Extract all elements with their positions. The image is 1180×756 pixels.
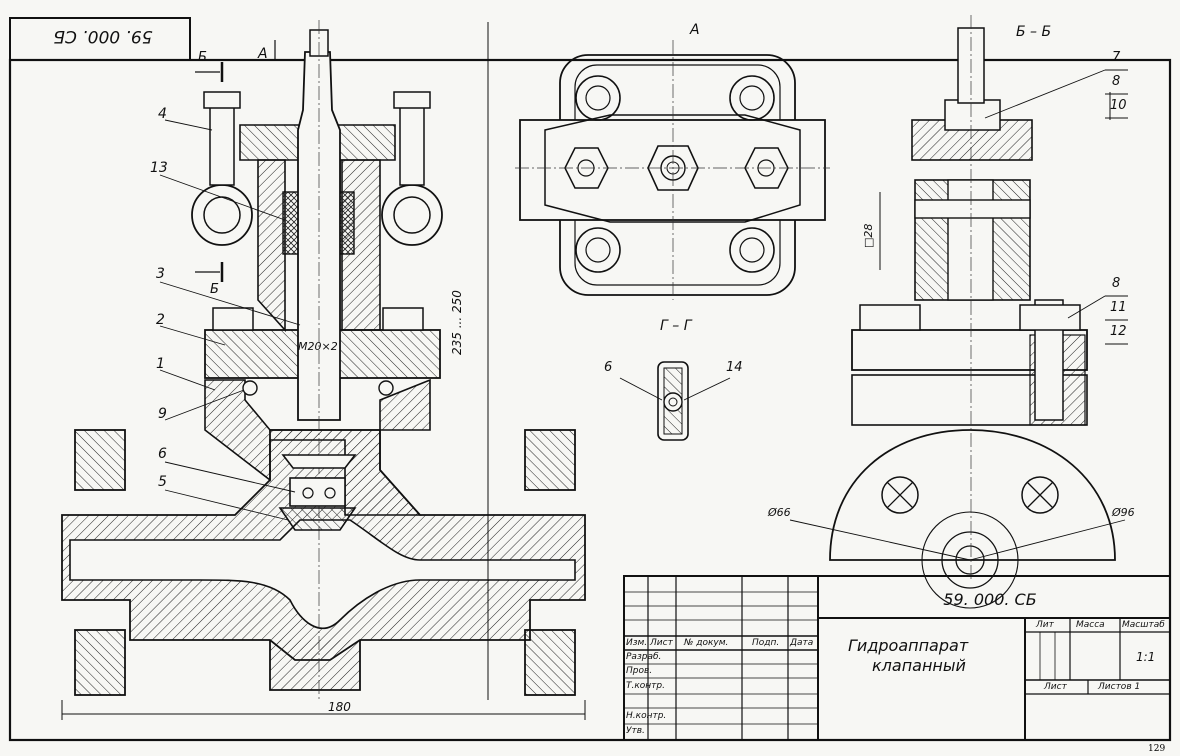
- part-number-9: 9: [158, 406, 167, 422]
- part-number-3: 3: [156, 266, 165, 282]
- left-flange-bottom: [74, 629, 126, 696]
- seal-ring-right: [378, 380, 394, 396]
- sheet-frame: [8, 58, 1172, 742]
- thread-dimension: M20×2: [298, 340, 338, 353]
- valve-holder: [289, 477, 346, 507]
- tb-col-list: Лист: [650, 638, 673, 648]
- part-number-13: 13: [150, 160, 168, 176]
- title-block-grid: [623, 575, 1171, 741]
- section-gg: [619, 361, 731, 441]
- bb-part-8: 8: [1112, 74, 1121, 89]
- bolt-right: [399, 99, 425, 186]
- body-neck: [204, 378, 431, 516]
- gg-part-14: 14: [726, 360, 743, 375]
- view-a: [515, 40, 830, 300]
- arrow-a-label: А: [258, 46, 268, 62]
- tb-lit: Лит: [1036, 620, 1054, 630]
- section-bb: [789, 15, 1128, 609]
- page-number: 129: [1148, 744, 1166, 754]
- bb-part-12: 12: [1110, 324, 1127, 339]
- part-number-5: 5: [158, 474, 167, 490]
- title-line-1: Гидроаппарат: [848, 636, 969, 655]
- dia-96-dimension: Ø96: [1112, 506, 1135, 519]
- seal-ring-left: [242, 380, 258, 396]
- body-bottom: [269, 640, 361, 691]
- stamp-drawing-number: 59. 000. СБ: [943, 590, 1037, 609]
- bb-part-10: 10: [1110, 98, 1127, 113]
- tb-col-data: Дата: [790, 638, 814, 648]
- tb-col-podp: Подп.: [752, 638, 780, 648]
- tb-masshtab: Масштаб: [1122, 620, 1165, 630]
- bolt-left: [209, 99, 235, 186]
- stamp-box-top: [9, 17, 191, 61]
- right-flange-top: [524, 429, 576, 491]
- bb-part-8b: 8: [1112, 276, 1121, 291]
- tb-list: Лист: [1044, 682, 1067, 692]
- main-section-view: [61, 20, 586, 720]
- right-flange-bottom: [524, 629, 576, 696]
- tb-scale-value: 1:1: [1136, 650, 1156, 664]
- bb-part-11: 11: [1110, 300, 1127, 315]
- part-number-4: 4: [158, 106, 167, 122]
- tb-massa: Масса: [1076, 620, 1105, 630]
- gg-part-6: 6: [604, 360, 613, 375]
- bb-part-7: 7: [1112, 50, 1121, 65]
- valve-cone: [281, 454, 357, 469]
- tb-tkontr: Т.контр.: [626, 681, 666, 691]
- valve-seat: [278, 507, 357, 531]
- view-a-title: А: [690, 22, 700, 38]
- tb-listov: Листов 1: [1098, 682, 1141, 692]
- eye-left-outer: [191, 184, 253, 246]
- nut-left: [212, 307, 254, 331]
- left-flange-top: [74, 429, 126, 491]
- dia-66-dimension: Ø66: [768, 506, 791, 519]
- section-bb-title: Б – Б: [1016, 24, 1052, 40]
- height-dimension: 235 ... 250: [450, 290, 464, 355]
- part-number-1: 1: [156, 356, 165, 372]
- eye-right-inner: [393, 196, 431, 234]
- tb-utv: Утв.: [626, 726, 645, 736]
- section-gg-title: Г – Г: [660, 318, 692, 334]
- title-line-2: клапанный: [872, 656, 966, 675]
- eye-right-outer: [381, 184, 443, 246]
- tb-nkontr: Н.контр.: [626, 711, 667, 721]
- tb-col-izm: Изм.: [626, 638, 648, 648]
- bb-base: [829, 429, 1116, 561]
- bolt-left-head: [203, 91, 241, 109]
- part-number-6: 6: [158, 446, 167, 462]
- bolt-right-head: [393, 91, 431, 109]
- body-bore: [69, 519, 576, 629]
- width-dimension: 180: [328, 700, 351, 714]
- nut-right: [382, 307, 424, 331]
- drawing-number-rotated: 59. 000. СБ: [53, 26, 153, 46]
- square-dimension: □28: [862, 223, 875, 248]
- part-number-2: 2: [156, 312, 165, 328]
- section-mark-b-bottom: Б: [210, 282, 219, 297]
- section-mark-b-top: Б: [198, 50, 207, 65]
- tb-col-ndoc: № докум.: [684, 638, 729, 648]
- tb-prov: Пров.: [626, 666, 653, 676]
- tb-razrab: Разраб.: [626, 652, 662, 662]
